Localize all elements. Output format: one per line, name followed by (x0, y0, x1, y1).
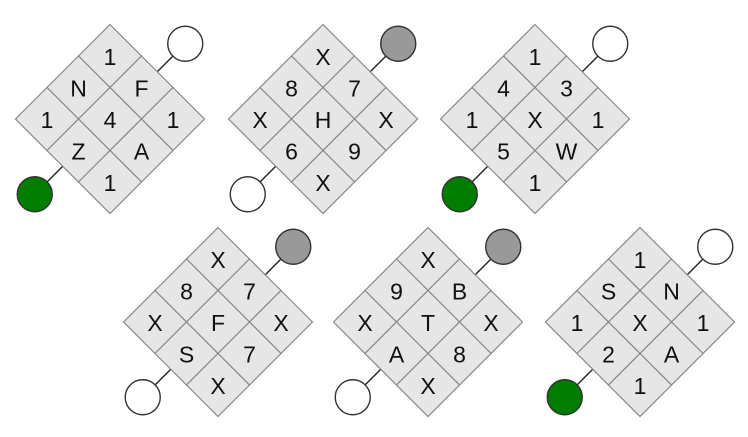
cell-label: 1 (104, 170, 117, 196)
cell-label: X (632, 310, 647, 336)
cell-label: 7 (348, 76, 361, 102)
cell-label: X (420, 373, 435, 399)
cell-label: T (421, 310, 435, 336)
cell-label: 1 (634, 247, 647, 273)
cell-label: S (601, 279, 616, 305)
cell-label: 8 (453, 342, 466, 368)
cell-label: N (70, 76, 87, 102)
cell-label: 1 (634, 373, 647, 399)
grid-cell[interactable]: 1 (502, 149, 568, 215)
grid-cell[interactable]: 1 (607, 352, 673, 418)
cell-label: A (134, 139, 150, 165)
cell-label: F (211, 310, 225, 336)
cell-label: 1 (104, 44, 117, 70)
cell-label: 1 (571, 310, 584, 336)
cell-label: 7 (243, 342, 256, 368)
green-circle-token[interactable] (441, 176, 478, 213)
cell-label: 5 (497, 139, 510, 165)
white-circle-token[interactable] (592, 25, 629, 62)
cell-label: X (483, 310, 498, 336)
grid-cell[interactable]: 1 (77, 149, 143, 215)
cell-label: X (378, 107, 393, 133)
cell-label: H (315, 107, 332, 133)
cell-label: 3 (560, 76, 573, 102)
cell-label: 4 (497, 76, 510, 102)
cell-label: X (210, 247, 225, 273)
cell-label: X (147, 310, 162, 336)
cell-label: 9 (390, 279, 403, 305)
cell-label: 1 (529, 44, 542, 70)
white-circle-token[interactable] (167, 25, 204, 62)
cell-label: 1 (529, 170, 542, 196)
cell-label: 8 (180, 279, 193, 305)
cell-label: 1 (697, 310, 710, 336)
grid-cell[interactable]: X (185, 352, 251, 418)
cell-label: 9 (348, 139, 361, 165)
gray-circle-token[interactable] (275, 228, 312, 265)
cell-label: 1 (592, 107, 605, 133)
grid-cell[interactable]: X (395, 352, 461, 418)
cell-label: F (134, 76, 148, 102)
cell-label: N (663, 279, 680, 305)
green-circle-token[interactable] (16, 176, 53, 213)
white-circle-token[interactable] (229, 176, 266, 213)
white-circle-token[interactable] (697, 228, 734, 265)
white-circle-token[interactable] (334, 379, 371, 416)
cell-label: Z (71, 139, 85, 165)
cell-label: 1 (167, 107, 180, 133)
green-circle-token[interactable] (546, 379, 583, 416)
gray-circle-token[interactable] (380, 25, 417, 62)
cell-label: A (664, 342, 680, 368)
cell-label: 2 (602, 342, 615, 368)
cell-label: 1 (41, 107, 54, 133)
cell-label: X (315, 170, 330, 196)
white-circle-token[interactable] (124, 379, 161, 416)
cell-label: X (315, 44, 330, 70)
cell-label: S (179, 342, 194, 368)
cell-label: 6 (285, 139, 298, 165)
cell-label: A (389, 342, 405, 368)
cell-label: X (252, 107, 267, 133)
cell-label: 8 (285, 76, 298, 102)
cell-label: 7 (243, 279, 256, 305)
gray-circle-token[interactable] (485, 228, 522, 265)
cell-label: X (357, 310, 372, 336)
cell-label: B (452, 279, 467, 305)
cell-label: X (420, 247, 435, 273)
grid-cell[interactable]: X (290, 149, 356, 215)
cell-label: X (273, 310, 288, 336)
cell-label: 1 (466, 107, 479, 133)
cell-label: X (210, 373, 225, 399)
cell-label: W (556, 139, 578, 165)
cell-label: 4 (104, 107, 117, 133)
cell-label: X (527, 107, 542, 133)
